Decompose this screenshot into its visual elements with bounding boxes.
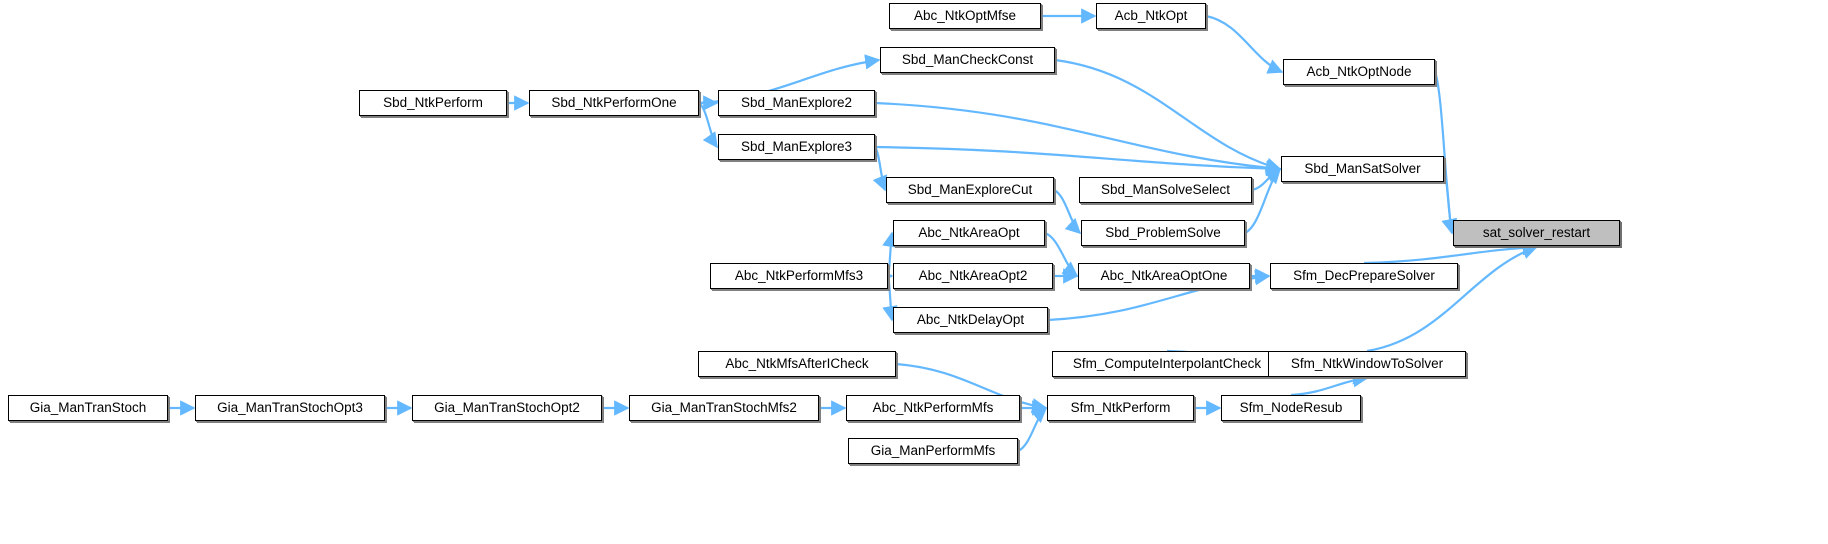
graph-edge-n2-to-n8	[1054, 58, 1282, 173]
graph-edge-n5-to-n7	[698, 102, 718, 149]
graph-node-label: Sfm_DecPrepareSolver	[1293, 268, 1435, 283]
graph-node-sbd-manexplore3[interactable]: Sbd_ManExplore3	[718, 134, 875, 160]
graph-edge-n17-to-n11	[1363, 240, 1539, 265]
graph-node-label: Abc_NtkPerformMfs	[872, 400, 994, 415]
graph-node-sbd-mansolveselect[interactable]: Sbd_ManSolveSelect	[1079, 177, 1252, 203]
graph-node-label: Gia_ManTranStochMfs2	[651, 400, 797, 415]
graph-edge-n14-to-n12	[882, 231, 898, 277]
graph-node-label: Sbd_ProblemSolve	[1105, 225, 1221, 240]
graph-node-label: Abc_NtkAreaOptOne	[1100, 268, 1228, 283]
graph-node-label: Gia_ManTranStochOpt3	[217, 400, 363, 415]
graph-edge-n14-to-n18	[882, 275, 898, 322]
graph-edge-n9-to-n8	[1251, 167, 1282, 192]
graph-node-label: Gia_ManTranStochOpt2	[434, 400, 580, 415]
graph-node-sbd-mancheckconst[interactable]: Sbd_ManCheckConst	[880, 47, 1055, 73]
graph-node-label: Sbd_ManExplore2	[740, 95, 853, 110]
graph-node-label: Sfm_NodeResub	[1239, 400, 1343, 415]
graph-node-gia-mantranstochopt3[interactable]: Gia_ManTranStochOpt3	[195, 395, 385, 421]
graph-node-label: Abc_NtkAreaOpt2	[918, 268, 1028, 283]
graph-node-label: Sfm_NtkWindowToSolver	[1290, 356, 1444, 371]
graph-node-label: Sbd_ManSatSolver	[1304, 161, 1421, 176]
graph-node-label: Acb_NtkOptNode	[1306, 64, 1412, 79]
graph-node-sfm-ntkwindowtosolver[interactable]: Sfm_NtkWindowToSolver	[1268, 351, 1466, 377]
graph-node-label: sat_solver_restart	[1482, 225, 1591, 240]
graph-edge-n3-to-n11	[1433, 71, 1458, 235]
graph-node-label: Abc_NtkDelayOpt	[916, 312, 1025, 327]
graph-node-sbd-ntkperform[interactable]: Sbd_NtkPerform	[359, 90, 507, 116]
graph-node-sbd-mansatsolver[interactable]: Sbd_ManSatSolver	[1281, 156, 1444, 182]
graph-node-label: Sbd_ManExplore3	[740, 139, 853, 154]
graph-node-sbd-problemsolve[interactable]: Sbd_ProblemSolve	[1081, 220, 1245, 246]
graph-node-abc-ntkperformmfs3[interactable]: Abc_NtkPerformMfs3	[710, 263, 888, 289]
graph-edge-n29-to-n27	[1017, 406, 1048, 453]
graph-node-label: Abc_NtkAreaOpt	[918, 225, 1020, 240]
graph-node-gia-manperformmfs[interactable]: Gia_ManPerformMfs	[848, 438, 1018, 464]
graph-node-sat-solver-restart[interactable]: sat_solver_restart	[1453, 220, 1620, 246]
graph-node-label: Sbd_NtkPerform	[383, 95, 483, 110]
graph-node-label: Sfm_NtkPerform	[1070, 400, 1171, 415]
graph-edge-n8-to-n11	[1441, 168, 1457, 235]
graph-node-sfm-ntkperform[interactable]: Sfm_NtkPerform	[1047, 395, 1194, 421]
graph-node-label: Abc_NtkMfsAfterICheck	[725, 356, 869, 371]
graph-node-label: Sbd_NtkPerformOne	[551, 95, 677, 110]
graph-node-label: Sbd_ManSolveSelect	[1100, 182, 1231, 197]
graph-node-abc-ntkareaoptone[interactable]: Abc_NtkAreaOptOne	[1078, 263, 1250, 289]
graph-node-acb-ntkoptnode[interactable]: Acb_NtkOptNode	[1283, 59, 1435, 85]
graph-node-label: Sbd_ManCheckConst	[901, 52, 1034, 67]
graph-node-abc-ntkareaopt[interactable]: Abc_NtkAreaOpt	[893, 220, 1045, 246]
graph-edge-n1-to-n3	[1205, 14, 1284, 74]
graph-node-abc-ntkareaopt2[interactable]: Abc_NtkAreaOpt2	[893, 263, 1053, 289]
graph-node-label: Abc_NtkPerformMfs3	[734, 268, 864, 283]
graph-node-abc-ntkmfsaftericheck[interactable]: Abc_NtkMfsAfterICheck	[698, 351, 896, 377]
graph-node-abc-ntkperformmfs[interactable]: Abc_NtkPerformMfs	[846, 395, 1020, 421]
graph-edge-n10-to-n13	[1053, 188, 1082, 235]
graph-node-acb-ntkopt[interactable]: Acb_NtkOpt	[1096, 3, 1206, 29]
graph-node-label: Abc_NtkOptMfse	[913, 8, 1017, 23]
graph-node-label: Gia_ManPerformMfs	[870, 443, 996, 458]
graph-node-sfm-noderesub[interactable]: Sfm_NodeResub	[1221, 395, 1361, 421]
graph-node-label: Sbd_ManExploreCut	[907, 182, 1033, 197]
graph-node-sfm-computeinterpolantcheck[interactable]: Sfm_ComputeInterpolantCheck	[1052, 351, 1282, 377]
graph-edge-n28-to-n21	[1290, 372, 1369, 397]
graph-node-gia-mantranstochmfs2[interactable]: Gia_ManTranStochMfs2	[629, 395, 819, 421]
graph-node-sbd-manexplore2[interactable]: Sbd_ManExplore2	[718, 90, 875, 116]
graph-node-gia-mantranstoch[interactable]: Gia_ManTranStoch	[8, 395, 168, 421]
graph-edge-n6-to-n8	[874, 101, 1282, 176]
graph-node-sbd-manexplorecut[interactable]: Sbd_ManExploreCut	[886, 177, 1054, 203]
graph-node-abc-ntkoptmfse[interactable]: Abc_NtkOptMfse	[889, 3, 1041, 29]
graph-node-sfm-decpreparesolver[interactable]: Sfm_DecPrepareSolver	[1270, 263, 1458, 289]
graph-edge-n7-to-n8	[874, 145, 1282, 177]
graph-edge-n7-to-n10	[872, 146, 887, 192]
graph-node-gia-mantranstochopt2[interactable]: Gia_ManTranStochOpt2	[412, 395, 602, 421]
graph-node-label: Gia_ManTranStoch	[29, 400, 147, 415]
graph-node-abc-ntkdelayopt[interactable]: Abc_NtkDelayOpt	[893, 307, 1048, 333]
graph-node-sbd-ntkperformone[interactable]: Sbd_NtkPerformOne	[529, 90, 699, 116]
graph-node-label: Sfm_ComputeInterpolantCheck	[1072, 356, 1262, 371]
graph-node-label: Acb_NtkOpt	[1114, 8, 1188, 23]
